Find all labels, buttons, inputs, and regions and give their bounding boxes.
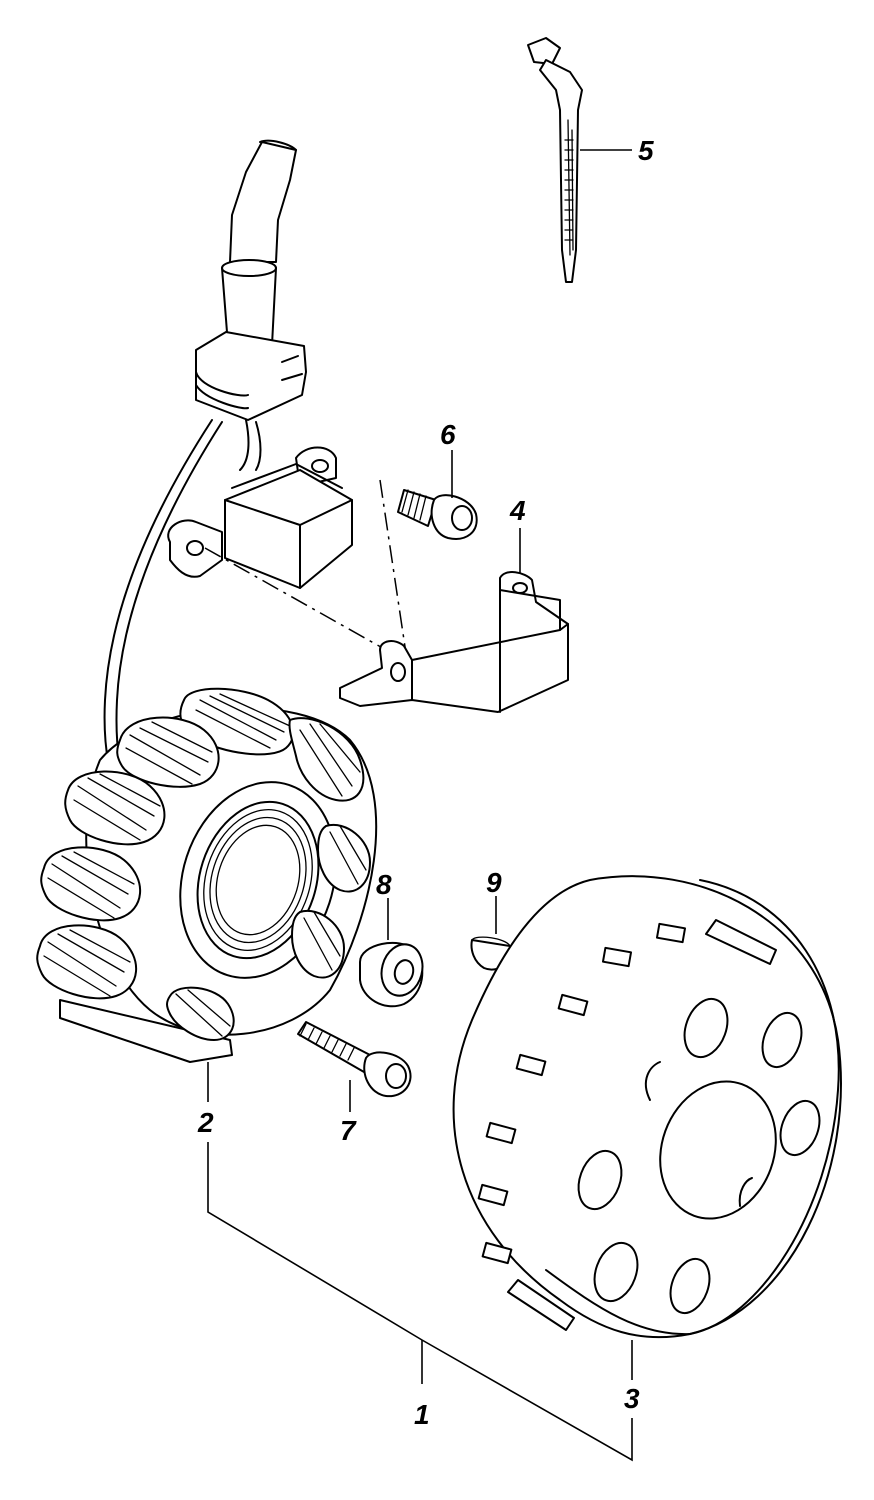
assembly-bracket-part-1 xyxy=(207,1142,633,1462)
stator-coils xyxy=(36,687,371,1041)
callout-2: 2 xyxy=(197,1107,214,1138)
stator-part-2 xyxy=(36,687,378,1102)
callout-1: 1 xyxy=(414,1399,430,1430)
callout-8: 8 xyxy=(376,869,392,900)
callout-7: 7 xyxy=(340,1115,357,1146)
callout-6: 6 xyxy=(440,419,456,450)
callout-3: 3 xyxy=(624,1383,640,1414)
spacer-part-8 xyxy=(359,898,424,1008)
bolt-part-7 xyxy=(297,1021,412,1112)
cable-tie-part-5 xyxy=(527,37,632,283)
bolt-part-6 xyxy=(397,450,478,540)
callout-5: 5 xyxy=(638,135,654,166)
assembly-line-4 xyxy=(204,547,396,656)
callout-4: 4 xyxy=(509,495,526,526)
callout-9: 9 xyxy=(486,867,502,898)
pulser-coil xyxy=(167,446,353,589)
bracket-part-4 xyxy=(339,528,569,713)
rotor-part-3 xyxy=(452,875,842,1380)
callout-labels: 1 2 3 4 5 6 7 8 9 xyxy=(197,135,654,1430)
